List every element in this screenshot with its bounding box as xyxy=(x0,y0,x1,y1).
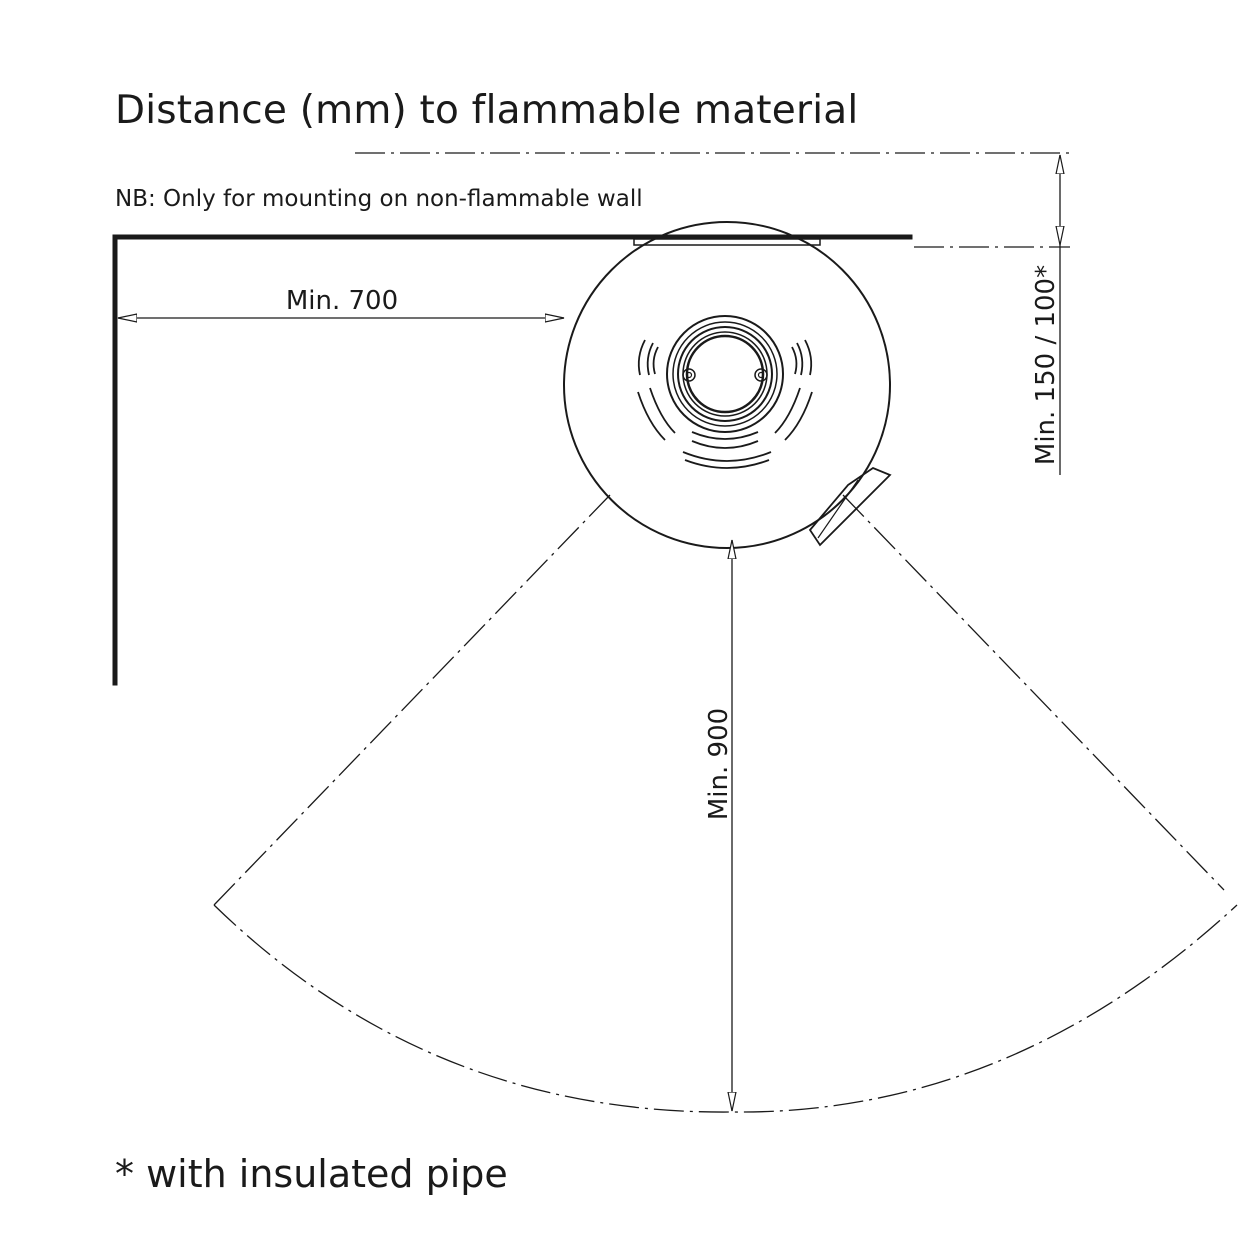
flue-opening xyxy=(685,334,765,414)
wall-corner xyxy=(112,234,913,686)
air-vent-slots xyxy=(637,339,813,469)
footnote: * with insulated pipe xyxy=(115,1152,508,1196)
clearance-boundary xyxy=(213,152,1238,1113)
stove-body-outline xyxy=(563,221,891,549)
front-sector-right-edge xyxy=(842,494,1225,891)
screw-right xyxy=(754,368,768,382)
screw-left xyxy=(682,368,696,382)
stove-top-view xyxy=(563,221,892,549)
door-handle xyxy=(808,466,892,547)
front-dimension-label: Min. 900 xyxy=(704,708,734,820)
wall-bracket xyxy=(633,238,821,246)
front-sector-arc xyxy=(213,904,1238,1113)
rear-dimension-label: Min. 150 / 100* xyxy=(1031,265,1061,465)
flue-collar-outer xyxy=(666,315,784,433)
side-dimension-label: Min. 700 xyxy=(286,286,398,316)
diagram-title: Distance (mm) to flammable material xyxy=(115,88,859,133)
front-sector-left-edge xyxy=(213,494,611,906)
mounting-note: NB: Only for mounting on non-flammable w… xyxy=(115,186,643,212)
